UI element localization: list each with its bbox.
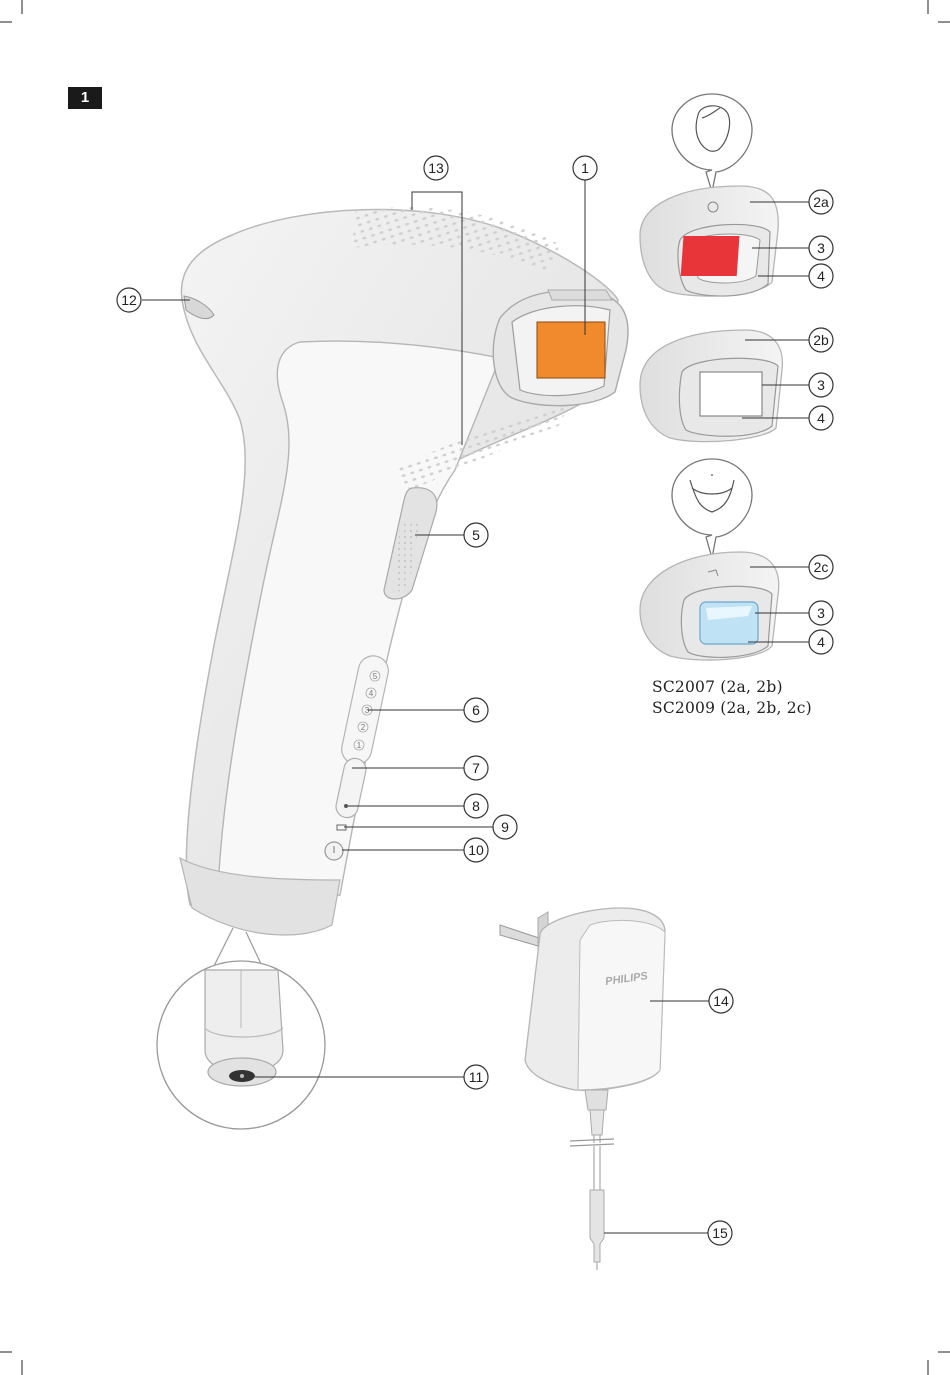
callout-2b: 2b (809, 328, 833, 352)
ipl-device: 5 4 3 2 1 (180, 207, 628, 935)
svg-text:2c: 2c (814, 559, 829, 575)
intensity-label-1: 1 (357, 741, 362, 750)
svg-text:8: 8 (472, 798, 480, 814)
svg-text:14: 14 (713, 993, 729, 1009)
svg-text:10: 10 (468, 842, 484, 858)
svg-text:13: 13 (428, 160, 444, 176)
callout-4-face: 4 (809, 264, 833, 288)
callout-6: 6 (464, 698, 488, 722)
callout-3-bikini: 3 (809, 601, 833, 625)
callout-8: 8 (464, 794, 488, 818)
attachment-body (640, 330, 782, 442)
attachment-face (640, 94, 778, 296)
socket-detail (157, 928, 325, 1129)
callout-7: 7 (464, 756, 488, 780)
intensity-label-5: 5 (373, 672, 378, 681)
callout-13: 13 (424, 156, 448, 180)
body-lamp-window (700, 372, 762, 416)
callout-15: 15 (708, 1221, 732, 1245)
svg-text:2a: 2a (813, 194, 829, 210)
callout-10: 10 (464, 838, 488, 862)
svg-text:3: 3 (817, 240, 825, 256)
intensity-label-4: 4 (369, 689, 374, 698)
model-line-sc2007: SC2007 (2a, 2b) (652, 677, 812, 698)
svg-text:4: 4 (817, 268, 825, 284)
ready-light (344, 804, 348, 808)
callout-14: 14 (709, 989, 733, 1013)
callout-1: 1 (573, 156, 597, 180)
model-list: SC2007 (2a, 2b) SC2009 (2a, 2b, 2c) (652, 677, 812, 719)
svg-text:4: 4 (817, 410, 825, 426)
light-exit-window (537, 322, 605, 378)
face-lamp-filter (681, 236, 740, 276)
callout-4-body: 4 (809, 406, 833, 430)
lamp-head (493, 290, 628, 406)
callout-3-face: 3 (809, 236, 833, 260)
callout-4-bikini: 4 (809, 630, 833, 654)
svg-text:12: 12 (121, 292, 137, 308)
intensity-label-2: 2 (361, 723, 366, 732)
svg-text:3: 3 (817, 605, 825, 621)
svg-text:3: 3 (817, 377, 825, 393)
appliance-plug (590, 1190, 604, 1262)
callout-12: 12 (117, 288, 141, 312)
callout-9: 9 (493, 815, 517, 839)
svg-text:7: 7 (472, 760, 480, 776)
svg-text:15: 15 (712, 1225, 728, 1241)
svg-text:1: 1 (581, 160, 589, 176)
attachment-bikini (640, 459, 779, 660)
svg-text:6: 6 (472, 702, 480, 718)
callout-5: 5 (464, 523, 488, 547)
power-adapter: PHILIPS (500, 908, 665, 1270)
svg-text:9: 9 (501, 819, 509, 835)
svg-text:11: 11 (469, 1069, 484, 1085)
svg-text:4: 4 (817, 634, 825, 650)
svg-text:5: 5 (472, 527, 480, 543)
callout-2a: 2a (809, 190, 833, 214)
callout-2c: 2c (809, 555, 833, 579)
callout-3-body: 3 (809, 373, 833, 397)
callout-11: 11 (464, 1065, 488, 1089)
svg-text:2b: 2b (813, 332, 829, 348)
model-line-sc2009: SC2009 (2a, 2b, 2c) (652, 698, 812, 719)
